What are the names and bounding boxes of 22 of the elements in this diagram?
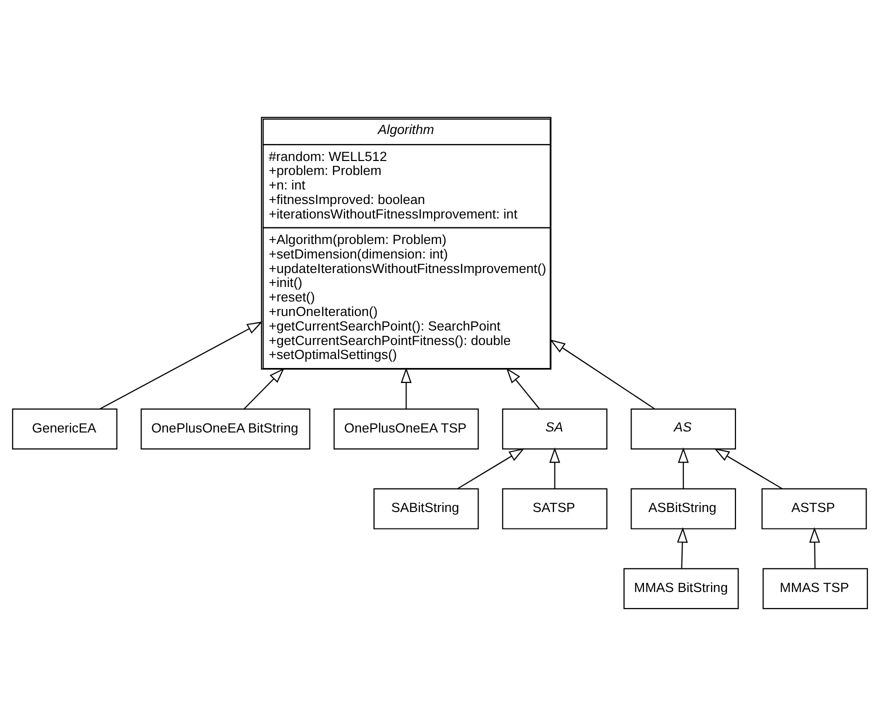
arrow <box>550 339 656 410</box>
arrow <box>100 322 263 410</box>
node-box: ASBitString <box>630 488 736 530</box>
node-box: MMAS TSP <box>762 568 868 610</box>
node-box: GenericEA <box>12 408 118 450</box>
node-box: SA <box>502 408 608 450</box>
node-box: OnePlusOneEA TSP <box>334 408 479 450</box>
arrow <box>678 447 689 488</box>
node-box: MMAS BitString <box>623 568 739 610</box>
node-box: SATSP <box>502 488 608 530</box>
arrow <box>400 367 412 409</box>
arrow <box>809 527 820 568</box>
arrow <box>244 368 284 410</box>
arrow <box>676 527 688 568</box>
arrow <box>549 447 560 488</box>
arrow <box>714 448 782 490</box>
arrow <box>457 448 525 490</box>
node-box: ASTSP <box>762 488 867 530</box>
node-box: SABitString <box>373 488 479 530</box>
arrow <box>506 368 540 410</box>
node-box: AS <box>630 408 736 450</box>
node-box: OnePlusOneEA BitString <box>140 408 310 450</box>
